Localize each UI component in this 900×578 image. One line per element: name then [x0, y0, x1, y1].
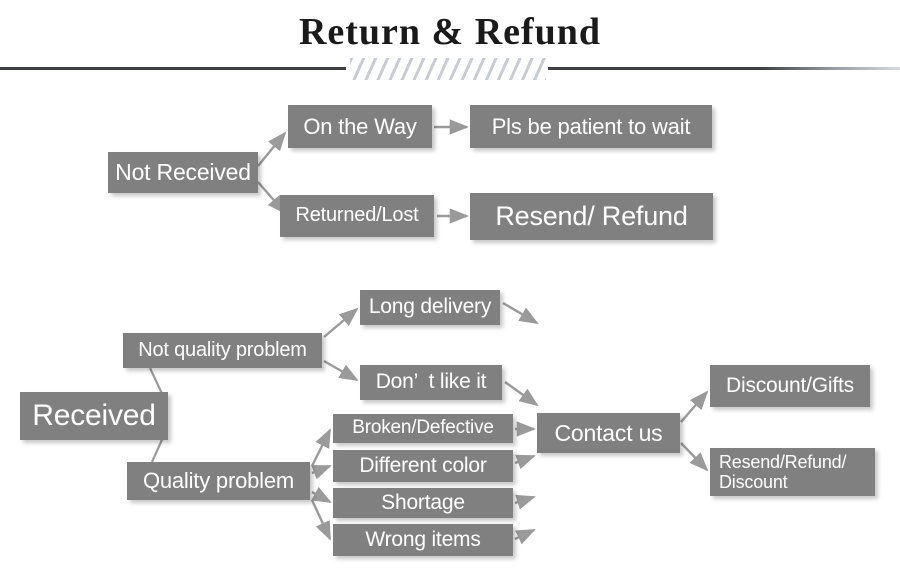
node-returned-lost[interactable]: Returned/Lost	[280, 195, 434, 237]
node-long-delivery[interactable]: Long delivery	[360, 290, 500, 325]
node-not-received[interactable]: Not Received	[108, 152, 258, 193]
node-contact-us[interactable]: Contact us	[537, 413, 680, 453]
edge-long-delivery-to-contact	[502, 301, 539, 325]
node-received[interactable]: Received	[20, 392, 168, 440]
edge-quality-to-broken	[310, 428, 332, 467]
edge-quality-to-shortage	[311, 486, 332, 504]
node-broken-defective[interactable]: Broken/Defective	[333, 414, 513, 443]
node-pls-be-patient-to-wait[interactable]: Pls be patient to wait	[470, 105, 712, 148]
node-quality-problem[interactable]: Quality problem	[127, 462, 310, 500]
node-different-color[interactable]: Different color	[333, 450, 513, 482]
edge-wrong-items-to-contact	[514, 528, 536, 545]
node-resend-refund[interactable]: Resend/ Refund	[470, 193, 713, 240]
edge-not-quality-to-long-delivery	[323, 307, 359, 338]
divider-rule-right	[548, 67, 900, 70]
edge-quality-to-diff-color	[311, 464, 332, 480]
edge-shortage-to-contact	[514, 494, 536, 510]
node-on-the-way[interactable]: On the Way	[288, 105, 432, 148]
page-header: Return & Refund	[0, 0, 900, 88]
edge-contact-to-discount-gifts	[680, 390, 709, 423]
edge-diff-color-to-contact	[514, 454, 536, 470]
edge-not-quality-to-dont-like	[323, 359, 359, 382]
node-dont-like-it[interactable]: Don’ t like it	[360, 365, 502, 400]
divider-rule-right-fade	[760, 67, 900, 70]
page-title: Return & Refund	[298, 11, 602, 53]
hatched-divider-icon	[350, 58, 546, 80]
node-wrong-items[interactable]: Wrong items	[333, 524, 513, 556]
edge-quality-to-wrong-items	[310, 499, 332, 541]
edge-contact-to-resend-discount	[680, 442, 709, 472]
node-resend-refund-discount[interactable]: Resend/Refund/ Discount	[710, 448, 875, 496]
node-shortage[interactable]: Shortage	[333, 488, 513, 518]
node-not-quality-problem[interactable]: Not quality problem	[123, 333, 322, 368]
divider-rule-left	[0, 67, 346, 70]
edge-dont-like-to-contact	[504, 381, 539, 407]
edge-not-received-to-on-the-way	[257, 131, 287, 167]
node-discount-gifts[interactable]: Discount/Gifts	[710, 365, 870, 407]
